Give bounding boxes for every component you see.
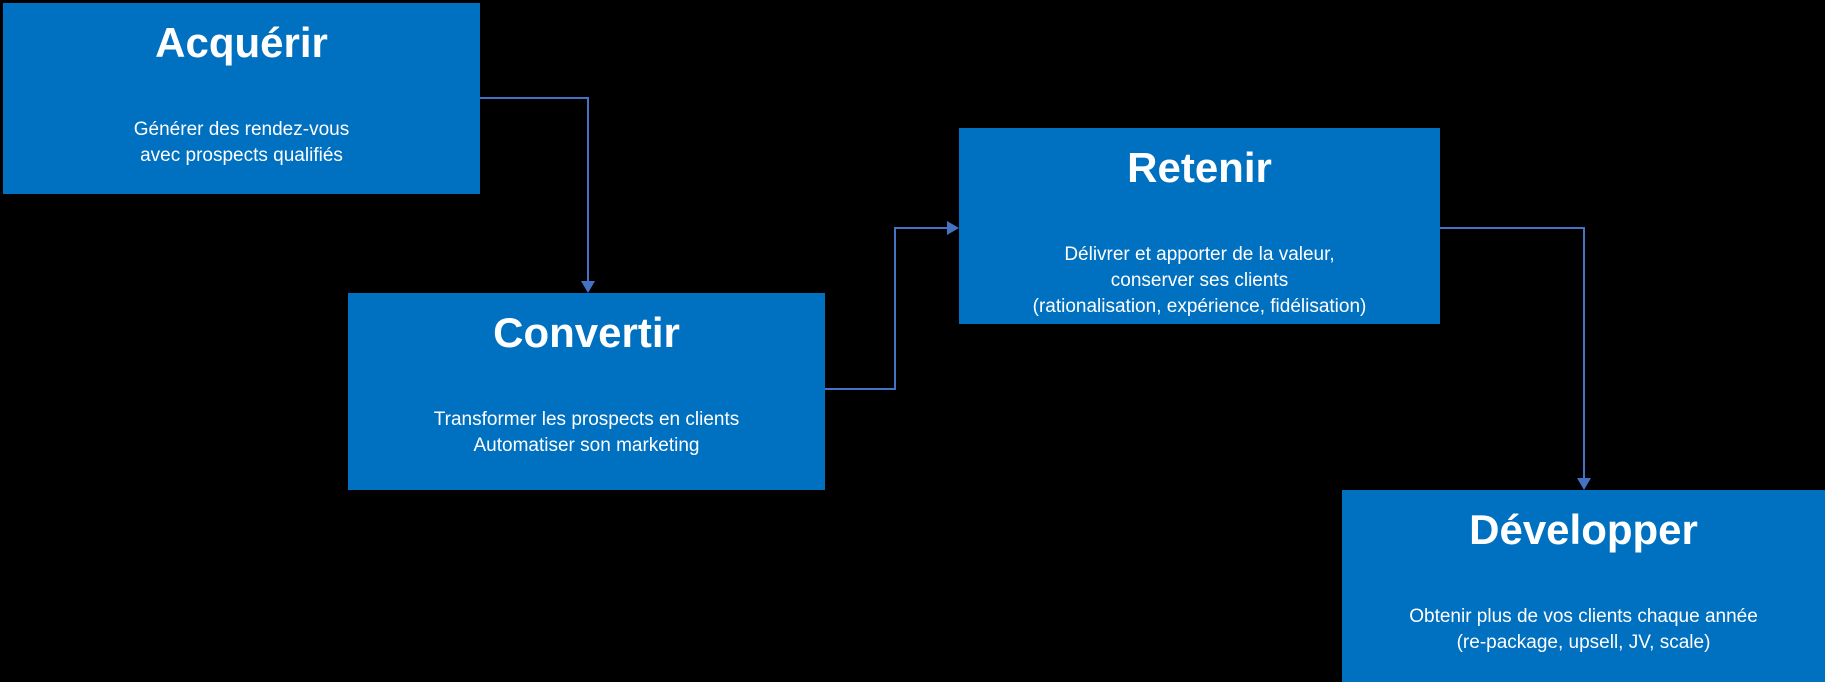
step-title: Retenir bbox=[1127, 144, 1272, 191]
connector-retenir-developper bbox=[1440, 227, 1591, 490]
step-subtitle: Transformer les prospects en clients Aut… bbox=[348, 407, 825, 459]
subtitle-line: Générer des rendez-vous bbox=[133, 119, 350, 140]
step-subtitle: Obtenir plus de vos clients chaque année… bbox=[1342, 604, 1825, 656]
connector-line bbox=[825, 227, 947, 390]
step-title: Développer bbox=[1469, 506, 1698, 553]
step-subtitle: Délivrer et apporter de la valeur, conse… bbox=[959, 242, 1440, 320]
subtitle-line: conserver ses clients bbox=[1110, 270, 1289, 291]
subtitle-line: Transformer les prospects en clients bbox=[433, 409, 740, 430]
step-box-retenir: Retenir Délivrer et apporter de la valeu… bbox=[959, 128, 1440, 324]
arrowhead-right-icon bbox=[947, 221, 959, 235]
subtitle-line: avec prospects qualifiés bbox=[140, 145, 343, 166]
connector-convertir-retenir bbox=[825, 221, 959, 390]
subtitle-line: Obtenir plus de vos clients chaque année bbox=[1409, 606, 1758, 627]
step-box-developper: Développer Obtenir plus de vos clients c… bbox=[1342, 490, 1825, 682]
subtitle-line: (re-package, upsell, JV, scale) bbox=[1456, 632, 1711, 653]
connector-line bbox=[480, 97, 589, 282]
arrowhead-down-icon bbox=[1577, 478, 1591, 490]
step-box-acquerir: Acquérir Générer des rendez-vous avec pr… bbox=[3, 3, 480, 194]
subtitle-line: Délivrer et apporter de la valeur, bbox=[1064, 244, 1335, 265]
step-title: Convertir bbox=[493, 309, 680, 356]
step-box-convertir: Convertir Transformer les prospects en c… bbox=[348, 293, 825, 490]
step-subtitle: Générer des rendez-vous avec prospects q… bbox=[3, 117, 480, 169]
step-title: Acquérir bbox=[155, 19, 328, 66]
connector-line bbox=[1440, 227, 1585, 479]
subtitle-line: Automatiser son marketing bbox=[473, 435, 700, 456]
connector-acquerir-convertir bbox=[480, 97, 595, 293]
arrowhead-down-icon bbox=[581, 281, 595, 293]
subtitle-line: (rationalisation, expérience, fidélisati… bbox=[1032, 296, 1367, 317]
